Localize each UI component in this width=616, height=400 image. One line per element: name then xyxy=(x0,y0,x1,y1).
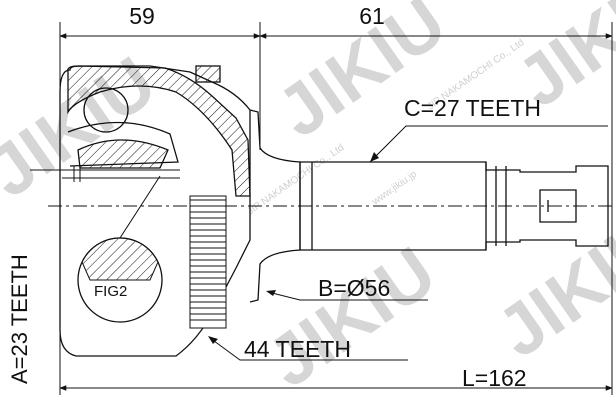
fig2-detail: FIG2 xyxy=(77,175,163,323)
watermark-brand-lower: JIKIU xyxy=(253,232,450,400)
watermark-url: www.jikiu.jp xyxy=(370,169,420,208)
leader-b-diameter xyxy=(267,291,428,301)
spline-a-label: A=23 TEETH xyxy=(7,254,32,384)
watermark-brand-lower-right: JIKIU xyxy=(483,202,616,373)
inner-cage xyxy=(67,121,179,167)
fig2-leader xyxy=(119,175,161,239)
fig2-hatch xyxy=(81,237,159,281)
inner-spline xyxy=(62,166,180,182)
ball xyxy=(83,87,129,133)
abs-ring-teeth xyxy=(190,199,226,321)
dimension-61: 61 xyxy=(359,3,385,29)
spline-c-label: C=27 TEETH xyxy=(404,95,541,121)
callout-arrowheads xyxy=(208,152,379,344)
abs-teeth-label: 44 TEETH xyxy=(244,336,351,362)
abs-ring xyxy=(189,195,227,329)
dimension-59: 59 xyxy=(129,3,155,29)
stub-shaft xyxy=(299,161,609,251)
leader-44-teeth xyxy=(209,337,408,361)
callout-leaders xyxy=(30,125,608,361)
inner-race xyxy=(77,139,169,169)
diameter-b-label: B=Ø56 xyxy=(318,275,390,301)
leader-c-teeth xyxy=(369,125,608,163)
housing-boss xyxy=(195,65,221,83)
dimension-total-length: L=162 xyxy=(462,365,527,391)
shaft-thread-end xyxy=(539,189,577,223)
fig2-label: FIG2 xyxy=(94,283,127,300)
